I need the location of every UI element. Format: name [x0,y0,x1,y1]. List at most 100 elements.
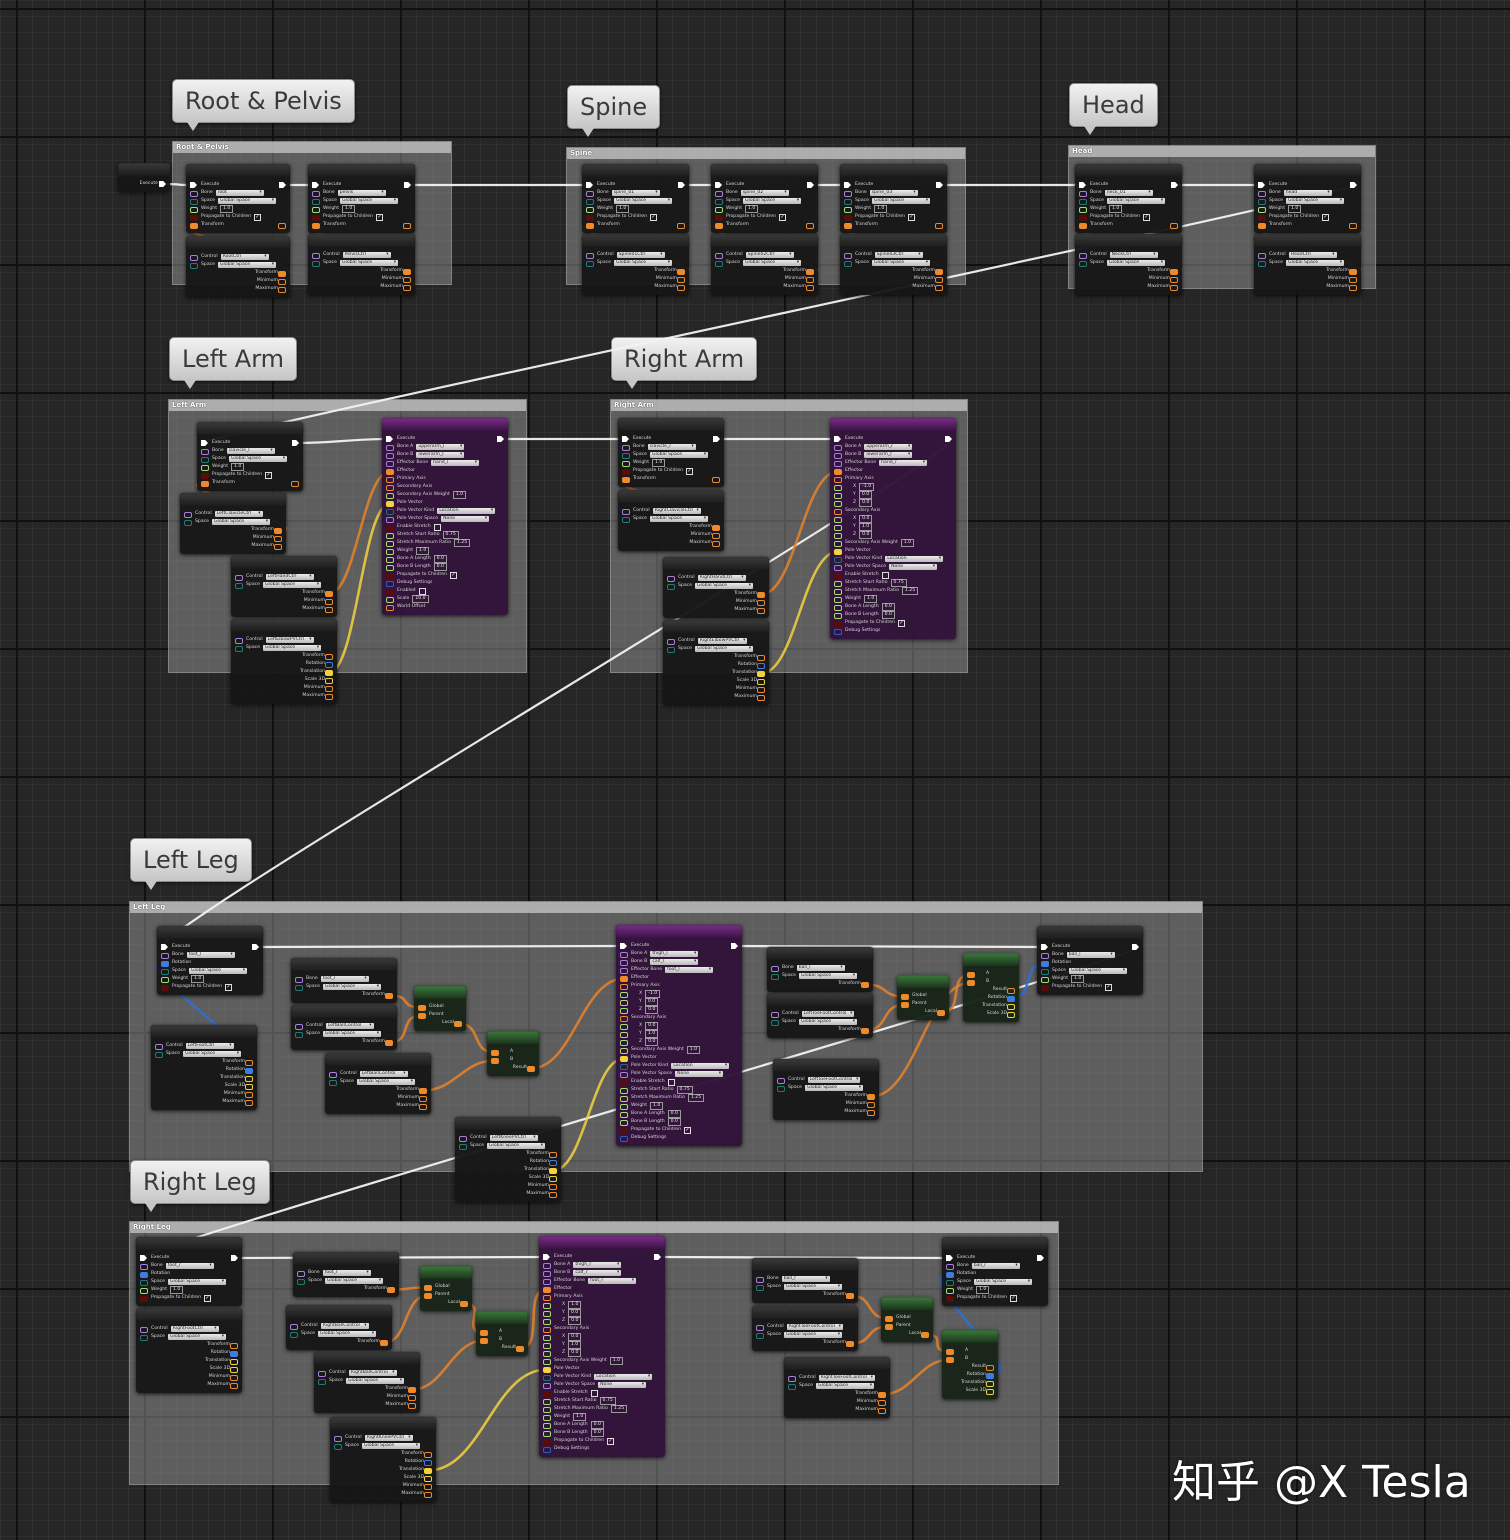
number-field-x[interactable]: -1.0 [859,483,875,491]
name-input-pin[interactable] [386,508,394,515]
group-bubble-la[interactable]: Left Arm [169,337,298,389]
node-ra-g2[interactable]: ControlRightHandCtrlSpaceGlobal SpaceTra… [663,557,769,618]
node-header[interactable] [963,953,1019,966]
float-input-pin[interactable] [620,1095,628,1102]
dropdown-control[interactable]: LeftBallControl [325,1022,374,1030]
dropdown-control[interactable]: RightBallControl [320,1322,369,1330]
xf-output-pin[interactable] [935,276,943,283]
xf-output-pin[interactable] [1170,284,1178,291]
node-header[interactable] [942,1330,998,1343]
node-rp-s1[interactable]: ExecuteBonerootSpaceGlobal SpaceWeight1.… [186,164,290,233]
number-field-weight[interactable]: 1.0 [416,547,430,555]
float-input-pin[interactable] [386,492,394,499]
debug-input-pin[interactable] [834,628,842,635]
xf-output-pin[interactable] [1170,222,1178,229]
dropdown-space[interactable]: Global Space [974,1278,1032,1286]
float-input-pin[interactable] [834,540,842,547]
dropdown-space[interactable]: Global Space [218,261,276,269]
bone-input-pin[interactable] [235,574,243,581]
vec-output-pin[interactable] [245,1075,253,1082]
space-input-pin[interactable] [844,260,852,267]
node-header[interactable] [420,1266,472,1279]
float-input-pin[interactable] [620,1087,628,1094]
node-header[interactable] [582,164,689,177]
xf-input-pin[interactable] [201,480,209,487]
bone-input-pin[interactable] [312,190,320,197]
float-input-pin[interactable] [834,604,842,611]
dropdown-pole-vector-space[interactable]: None [598,1381,647,1389]
node-header[interactable] [784,1357,890,1370]
bool-input-pin[interactable] [715,214,723,221]
exec-input-pin[interactable] [620,943,627,949]
xf-output-pin[interactable] [867,1109,875,1116]
dropdown-space[interactable]: Global Space [362,1442,420,1450]
bone-input-pin[interactable] [201,448,209,455]
bone-input-pin[interactable] [155,1043,163,1050]
float-input-pin[interactable] [386,596,394,603]
xf-input-pin[interactable] [424,1284,432,1291]
vec-output-pin[interactable] [986,1380,994,1387]
xf-output-pin[interactable] [712,476,720,483]
debug-input-pin[interactable] [543,1446,551,1453]
exec-output-pin[interactable] [945,436,952,442]
dropdown-space[interactable]: Global Space [1107,259,1165,267]
node-header[interactable] [291,958,397,971]
bone-input-pin[interactable] [184,511,192,518]
xf-output-pin[interactable] [230,1382,238,1389]
bone-input-pin[interactable] [844,252,852,259]
dropdown-control[interactable]: LeftToeFootControl [801,1010,855,1018]
dropdown-control[interactable]: RightFootCtrl [170,1325,219,1333]
dropdown-space[interactable]: Global Space [805,1084,863,1092]
xf-output-pin[interactable] [878,1399,886,1406]
xf-input-pin[interactable] [190,222,198,229]
exec-output-pin[interactable] [1132,944,1139,950]
xf-input-pin[interactable] [424,1292,432,1299]
float-input-pin[interactable] [1041,976,1049,983]
xf-input-pin[interactable] [1079,222,1087,229]
float-input-pin[interactable] [834,596,842,603]
float-input-pin[interactable] [543,1406,551,1413]
number-field-bone-b-length[interactable]: 0.0 [590,1429,604,1437]
float-input-pin[interactable] [190,206,198,213]
dropdown-space[interactable]: Global Space [357,1078,415,1086]
xf-output-pin[interactable] [325,653,333,660]
exec-output-pin[interactable] [1037,1255,1044,1261]
number-field-stretch-maximum-ratio[interactable]: 1.25 [610,1405,628,1413]
number-field-stretch-start-ratio[interactable]: 0.75 [676,1086,693,1094]
bool-input-pin[interactable] [543,1390,551,1397]
xf-output-pin[interactable] [757,607,765,614]
float-input-pin[interactable] [1258,206,1266,213]
xf-input-pin[interactable] [844,222,852,229]
number-field-secondary-axis-weight[interactable]: 1.0 [686,1046,701,1054]
checkbox-propagate-to-children[interactable] [779,213,787,221]
node-hd-g1[interactable]: ControlNeckCtrlSpaceGlobal SpaceTransfor… [1075,234,1182,295]
vec-output-pin[interactable] [1007,1011,1015,1018]
number-field-y[interactable]: 1.0 [644,1030,659,1038]
dropdown-space[interactable]: Global Space [168,1333,226,1341]
bone-input-pin[interactable] [756,1276,764,1283]
xf-input-pin[interactable] [386,484,394,491]
xf-output-pin[interactable] [549,1191,557,1198]
space-input-pin[interactable] [1041,968,1049,975]
dropdown-bone[interactable]: ball_r [781,1275,830,1283]
bone-input-pin[interactable] [1258,252,1266,259]
xf-output-pin[interactable] [806,276,814,283]
xf-output-pin[interactable] [527,1065,535,1072]
number-field-y[interactable]: 1.0 [567,1341,582,1349]
debug-input-pin[interactable] [386,580,394,587]
xf-output-pin[interactable] [549,1151,557,1158]
node-header[interactable] [1075,234,1182,247]
number-field-stretch-start-ratio[interactable]: 0.75 [442,531,459,539]
float-input-pin[interactable] [620,1031,628,1038]
dropdown-pole-vector-kind[interactable]: Location [671,1062,730,1070]
xf-output-pin[interactable] [325,590,333,597]
dropdown-control[interactable]: RightToeFootControl [818,1374,875,1382]
dropdown-effector-bone[interactable]: hand_l [431,459,480,467]
node-header[interactable] [897,975,949,988]
checkbox-propagate-to-children[interactable] [225,983,233,991]
xf-input-pin[interactable] [1258,222,1266,229]
exec-output-pin[interactable] [1171,182,1178,188]
